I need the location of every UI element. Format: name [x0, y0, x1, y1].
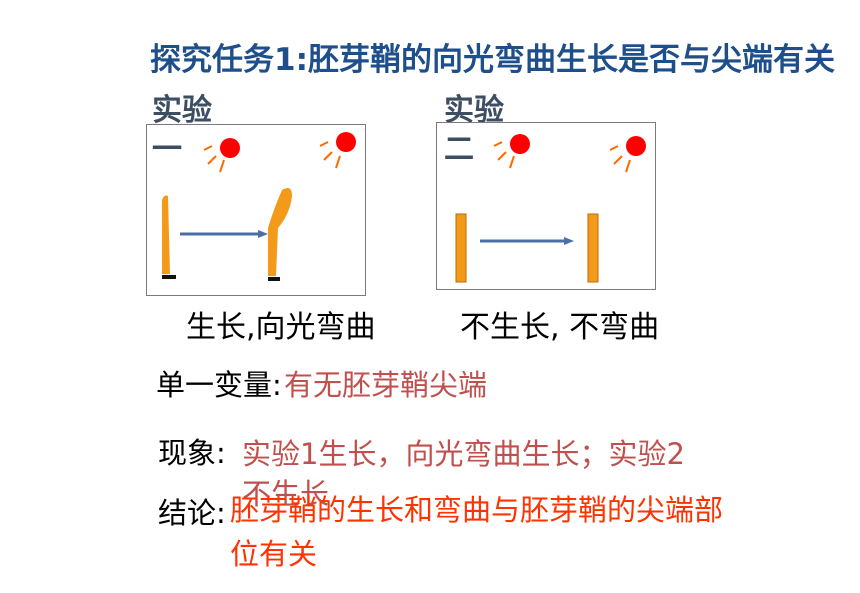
experiment-1-illustration [162, 132, 356, 281]
sun-icon [493, 134, 530, 169]
decapitated-coleoptile-shape [587, 213, 599, 283]
coleoptile-shape [162, 195, 170, 274]
experiment-1-label: 实验 [152, 93, 212, 128]
conclusion-value: 胚芽鞘的生长和弯曲与胚芽鞘的尖端部位有关 [230, 493, 724, 571]
bent-coleoptile-shape [268, 188, 292, 276]
experiment-2-number: 二 [444, 132, 474, 167]
experiment-1-frame [146, 124, 366, 296]
variable-value: 有无胚芽鞘尖端 [284, 368, 488, 402]
experiment-1-number: 一 [152, 132, 182, 167]
bent-coleoptile-base [268, 277, 280, 281]
experiment-2-illustration [455, 134, 646, 283]
experiment-2-label: 实验 [444, 93, 504, 128]
phenomenon-value: 实验1生长，向光弯曲生长；实验2不生长 [242, 437, 685, 511]
experiment-1-caption: 生长,向光弯曲 [186, 310, 376, 345]
arrow-head [564, 237, 574, 245]
experiment-2-caption: 不生长, 不弯曲 [460, 310, 660, 345]
variable-label: 单一变量: [156, 368, 282, 402]
slide-title: 探究任务1:胚芽鞘的向光弯曲生长是否与尖端有关 [150, 42, 835, 78]
phenomenon-label: 现象: [158, 436, 226, 470]
decapitated-coleoptile-shape [455, 213, 467, 283]
sun-icon [609, 136, 646, 173]
sun-icon [203, 138, 240, 173]
experiment-2-frame [436, 122, 656, 290]
arrow-head [258, 230, 268, 238]
conclusion-label: 结论: [158, 496, 226, 530]
coleoptile-base [162, 275, 176, 279]
sun-icon [319, 132, 356, 169]
